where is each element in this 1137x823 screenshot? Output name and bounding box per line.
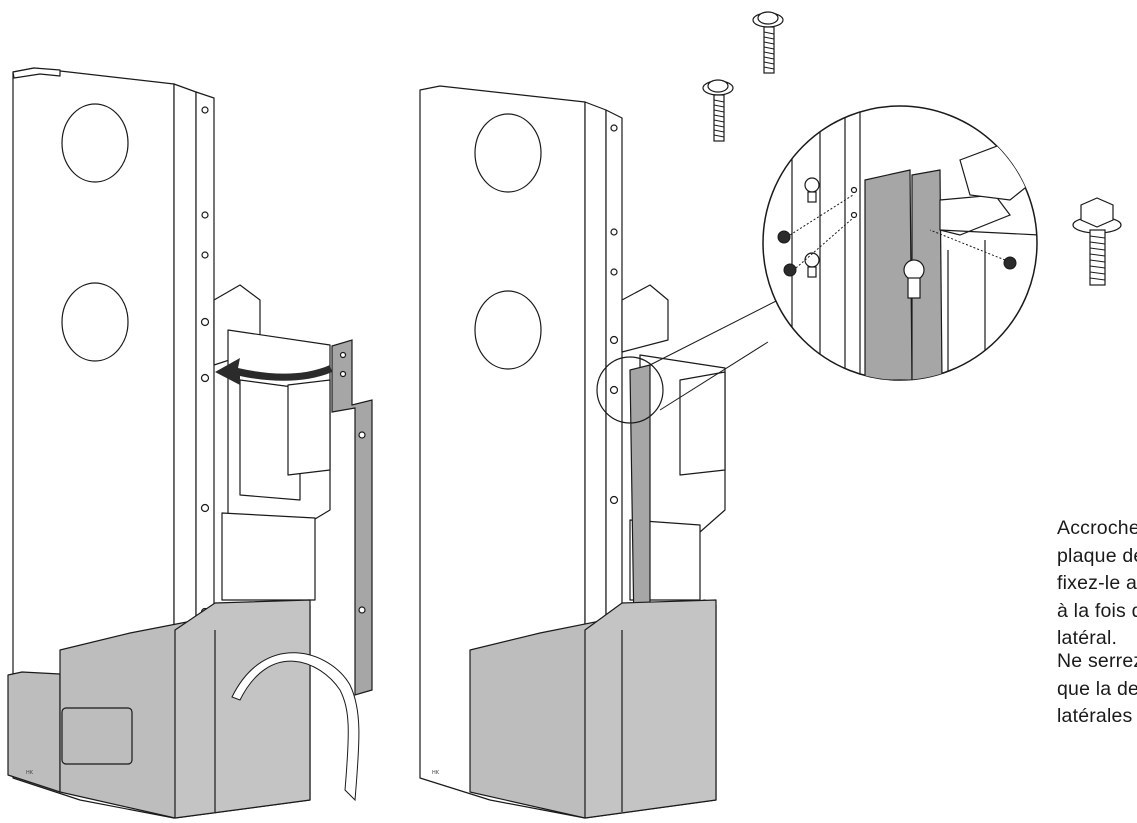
curved-arrow-icon bbox=[215, 358, 332, 385]
stove-tag-right: HK bbox=[432, 770, 440, 776]
instruction-line: à la fois dans le poêle et da bbox=[1057, 599, 1137, 622]
stove-right bbox=[419, 85, 726, 819]
flange-screw-icon bbox=[752, 11, 784, 74]
stove-tag-left: HK bbox=[26, 770, 34, 776]
instruction-line: Ne serrez pas les vis dans bbox=[1057, 650, 1137, 672]
instruction-paragraph-2: Ne serrez pas les vis dans que la deuxiè… bbox=[1057, 648, 1137, 731]
zoom-connectors bbox=[649, 297, 783, 411]
instruction-line: que la deuxième rangée de bbox=[1057, 677, 1137, 700]
side-profile-left bbox=[331, 339, 373, 696]
detail-screws bbox=[777, 194, 1017, 277]
stove-left bbox=[7, 67, 331, 819]
hex-bolt-icon bbox=[1072, 197, 1122, 286]
strap-left bbox=[231, 652, 360, 802]
instruction-line: plaque de la pierre latérale bbox=[1057, 544, 1137, 567]
instruction-line: fixez-le avec des vis sur le bbox=[1057, 572, 1137, 594]
instruction-line: latérales soit en place. bbox=[1057, 705, 1137, 727]
instruction-line: Accrochez le profilé latéral bbox=[1057, 517, 1137, 539]
instruction-line: latéral. bbox=[1057, 627, 1118, 649]
instruction-paragraph-1: Accrochez le profilé latéral plaque de l… bbox=[1057, 515, 1137, 653]
flange-screw-icon bbox=[702, 79, 734, 142]
detail-zoom-circle bbox=[762, 105, 1038, 381]
